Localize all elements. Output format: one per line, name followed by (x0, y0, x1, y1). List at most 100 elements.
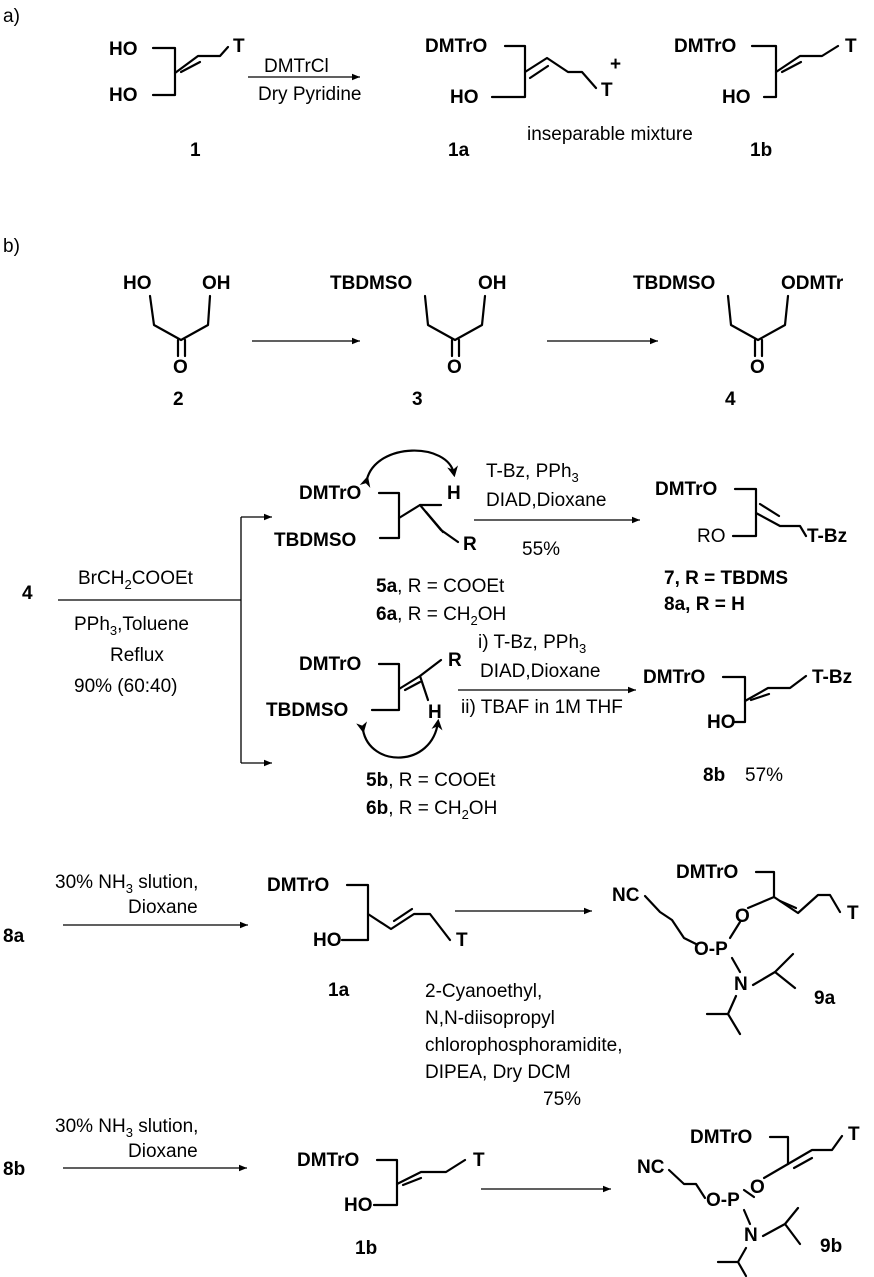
condition-wittig-reagent: BrCH2COOEt (78, 568, 194, 592)
svg-text:OH: OH (478, 273, 507, 294)
compound-label-8a-start: 8a (3, 926, 25, 947)
compound-label-5b: 5b, R = COOEt (366, 770, 496, 791)
compound-4-structure: TBDMSO ODMTr O (633, 273, 844, 378)
condition-phos-1: 2-Cyanoethyl, (425, 981, 542, 1002)
svg-text:T-Bz: T-Bz (807, 526, 847, 547)
condition-dioxane-a: Dioxane (128, 897, 198, 918)
compound-label-1b-second: 1b (355, 1238, 377, 1259)
svg-text:+: + (610, 54, 621, 75)
compound-2-structure: HO OH O (123, 273, 231, 378)
condition-phos-yield: 75% (543, 1089, 581, 1110)
svg-text:R: R (463, 534, 477, 555)
svg-text:DMTrO: DMTrO (299, 654, 361, 675)
svg-text:DMTrO: DMTrO (425, 36, 487, 57)
compound-3-structure: TBDMSO OH O (330, 273, 507, 378)
compound-label-8a: 8a, R = H (664, 594, 745, 615)
svg-text:DMTrO: DMTrO (643, 667, 705, 688)
compound-label-9a: 9a (814, 988, 836, 1009)
condition-phos-2: N,N-diisopropyl (425, 1008, 555, 1029)
svg-text:T: T (848, 1124, 860, 1145)
svg-text:HO: HO (344, 1195, 373, 1216)
svg-text:H: H (447, 483, 461, 504)
svg-text:DMTrO: DMTrO (655, 479, 717, 500)
svg-text:H: H (428, 702, 442, 723)
compound-1b-second-structure: DMTrO HO T (297, 1150, 485, 1216)
svg-text:TBDMSO: TBDMSO (330, 273, 412, 294)
section-label-a: a) (3, 6, 20, 27)
compound-label-2: 2 (173, 389, 184, 410)
svg-text:O-P: O-P (706, 1190, 740, 1211)
condition-wittig-solvent: PPh3,Toluene (74, 614, 189, 638)
svg-text:O: O (173, 357, 188, 378)
compound-8b-structure: DMTrO HO T-Bz (643, 667, 852, 733)
svg-text:R: R (448, 650, 462, 671)
compound-label-1b: 1b (750, 140, 772, 161)
svg-text:T: T (601, 80, 613, 101)
svg-text:T: T (473, 1150, 485, 1171)
compound-7-8a-structure: DMTrO RO T-Bz (655, 479, 847, 547)
compound-label-6a: 6a, R = CH2OH (376, 604, 506, 628)
compound-label-4-start: 4 (22, 583, 33, 604)
condition-wittig-yield: 90% (60:40) (74, 676, 178, 697)
svg-text:TBDMSO: TBDMSO (633, 273, 715, 294)
svg-text:N: N (744, 1225, 758, 1246)
svg-text:T: T (845, 36, 857, 57)
compound-label-3: 3 (412, 389, 423, 410)
svg-text:T-Bz: T-Bz (812, 667, 852, 688)
condition-phos-4: DIPEA, Dry DCM (425, 1062, 571, 1083)
svg-text:TBDMSO: TBDMSO (266, 700, 348, 721)
condition-mitsunobu-b-1: i) T-Bz, PPh3 (478, 632, 586, 656)
compound-label-1a: 1a (448, 140, 470, 161)
condition-mitsunobu-a-2: DIAD,Dioxane (486, 490, 606, 511)
compound-label-8b: 8b (703, 765, 725, 786)
svg-text:DMTrO: DMTrO (690, 1127, 752, 1148)
svg-text:T: T (456, 930, 468, 951)
compound-label-1a-second: 1a (328, 980, 350, 1001)
svg-text:O: O (735, 906, 750, 927)
compound-label-8b-start: 8b (3, 1159, 25, 1180)
compound-label-1: 1 (190, 140, 201, 161)
compound-5a-6a-structure: DMTrO TBDMSO H R (274, 449, 477, 555)
condition-dioxane-b: Dioxane (128, 1141, 198, 1162)
svg-text:HO: HO (450, 87, 479, 108)
svg-text:NC: NC (637, 1157, 665, 1178)
svg-text:HO: HO (313, 930, 342, 951)
compound-label-9b: 9b (820, 1236, 842, 1257)
svg-text:OH: OH (202, 273, 231, 294)
svg-text:TBDMSO: TBDMSO (274, 530, 356, 551)
section-label-b: b) (3, 236, 20, 257)
condition-dmtrcl: DMTrCl (264, 56, 329, 77)
svg-text:DMTrO: DMTrO (674, 36, 736, 57)
compound-label-4: 4 (725, 389, 736, 410)
compound-9a-structure: DMTrO T O NC O-P N (612, 862, 859, 1036)
svg-text:O: O (750, 357, 765, 378)
svg-text:HO: HO (722, 87, 751, 108)
svg-text:O: O (447, 357, 462, 378)
inseparable-mixture-note: inseparable mixture (527, 124, 693, 145)
compound-label-5a: 5a, R = COOEt (376, 576, 505, 597)
yield-8b: 57% (745, 765, 783, 786)
compound-1a-structure: DMTrO HO T + (425, 36, 621, 108)
compound-label-7: 7, R = TBDMS (664, 568, 788, 589)
svg-text:ODMTr: ODMTr (781, 273, 844, 294)
condition-mitsunobu-a-1: T-Bz, PPh3 (486, 461, 579, 485)
compound-9b-structure: DMTrO T O NC O-P N (637, 1124, 860, 1277)
condition-mitsunobu-a-yield: 55% (522, 539, 560, 560)
svg-text:DMTrO: DMTrO (297, 1150, 359, 1171)
compound-1b-structure: DMTrO HO T (674, 36, 857, 108)
svg-text:T: T (847, 903, 859, 924)
svg-text:DMTrO: DMTrO (299, 483, 361, 504)
svg-text:HO: HO (109, 85, 138, 106)
condition-ammonia-b: 30% NH3 slution, (55, 1116, 198, 1140)
svg-text:O: O (750, 1177, 765, 1198)
svg-text:HO: HO (123, 273, 152, 294)
svg-text:NC: NC (612, 885, 640, 906)
condition-mitsunobu-b-2: DIAD,Dioxane (480, 661, 600, 682)
svg-text:N: N (734, 974, 748, 995)
svg-text:HO: HO (707, 712, 736, 733)
condition-wittig-reflux: Reflux (110, 645, 164, 666)
svg-text:HO: HO (109, 39, 138, 60)
compound-label-6b: 6b, R = CH2OH (366, 798, 497, 822)
condition-phos-3: chlorophosphoramidite, (425, 1035, 623, 1056)
